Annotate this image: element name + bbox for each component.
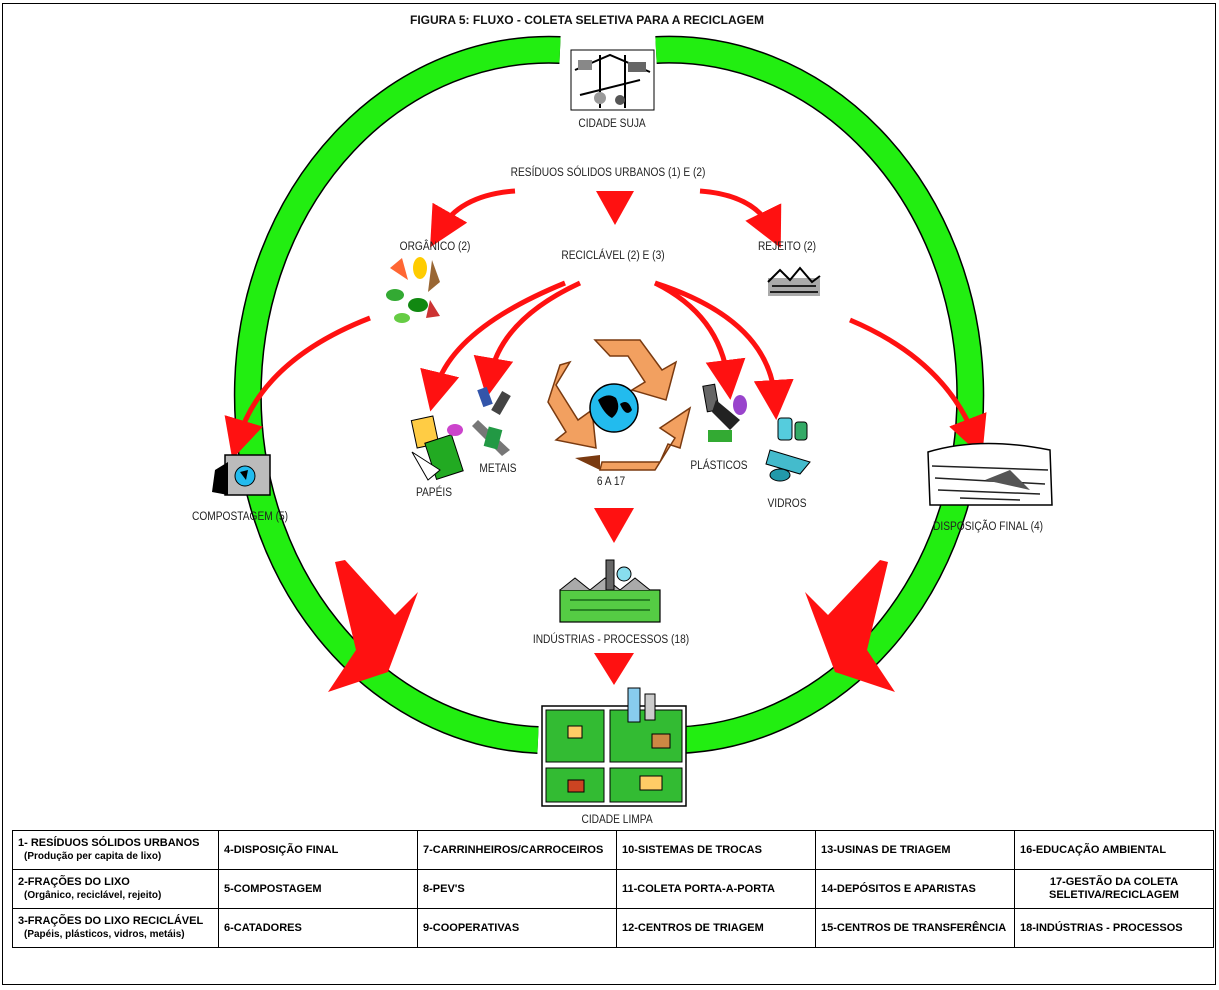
legend-row: 3-FRAÇÕES DO LIXO RECICLÁVEL (Papéis, pl… — [12, 908, 1214, 948]
legend-cell: 16-EDUCAÇÃO AMBIENTAL — [1014, 830, 1214, 870]
legend-cell: 11-COLETA PORTA-A-PORTA — [616, 869, 816, 909]
dirty-city-icon — [570, 49, 655, 111]
metal-icon — [472, 386, 511, 456]
ring-arrow-right — [805, 560, 895, 692]
label-cidade-limpa: CIDADE LIMPA — [581, 813, 653, 826]
legend-cell-title: 3-FRAÇÕES DO LIXO RECICLÁVEL — [18, 915, 204, 927]
compost-icon — [212, 454, 271, 496]
figure-frame — [2, 3, 1216, 985]
factory-icon — [559, 559, 661, 623]
landfill-icon — [927, 442, 1053, 506]
label-rsu: RESÍDUOS SÓLIDOS URBANOS (1) E (2) — [511, 165, 706, 179]
glass-icon — [765, 417, 811, 482]
legend-cell: 15-CENTROS DE TRANSFERÊNCIA — [815, 908, 1015, 948]
legend-cell: 4-DISPOSIÇÃO FINAL — [218, 830, 418, 870]
legend-cell: 7-CARRINHEIROS/CARROCEIROS — [417, 830, 617, 870]
legend-table: 1- RESÍDUOS SÓLIDOS URBANOS (Produção pe… — [12, 830, 1214, 948]
legend-cell: 14-DEPÓSITOS E APARISTAS — [815, 869, 1015, 909]
flow-arrows — [224, 188, 987, 460]
legend-cell: 6-CATADORES — [218, 908, 418, 948]
legend-row: 2-FRAÇÕES DO LIXO (Orgânico, reciclável,… — [12, 869, 1214, 909]
label-reciclavel: RECICLÁVEL (2) E (3) — [561, 248, 665, 262]
plastic-icon — [702, 383, 747, 442]
legend-cell: 3-FRAÇÕES DO LIXO RECICLÁVEL (Papéis, pl… — [12, 908, 219, 948]
label-plasticos: PLÁSTICOS — [690, 458, 747, 472]
label-compostagem: COMPOSTAGEM (5) — [192, 510, 288, 523]
legend-cell: 17-GESTÃO DA COLETA SELETIVA/RECICLAGEM — [1014, 869, 1214, 909]
legend-cell: 10-SISTEMAS DE TROCAS — [616, 830, 816, 870]
label-rejeito: REJEITO (2) — [758, 240, 816, 253]
label-vidros: VIDROS — [767, 497, 806, 510]
legend-cell: 5-COMPOSTAGEM — [218, 869, 418, 909]
legend-cell-title: 1- RESÍDUOS SÓLIDOS URBANOS — [18, 837, 200, 849]
legend-cell-subtitle: (Orgânico, reciclável, rejeito) — [24, 890, 162, 901]
legend-cell: 8-PEV'S — [417, 869, 617, 909]
collection-cycle-ring — [233, 35, 985, 754]
label-metais: METAIS — [479, 462, 516, 475]
figure-title: FIGURA 5: FLUXO - COLETA SELETIVA PARA A… — [410, 13, 764, 27]
label-cidade-suja: CIDADE SUJA — [578, 117, 646, 130]
legend-cell: 1- RESÍDUOS SÓLIDOS URBANOS (Produção pe… — [12, 830, 219, 870]
label-ciclo: 6 A 17 — [597, 475, 625, 488]
legend-cell-title: 2-FRAÇÕES DO LIXO — [18, 876, 130, 888]
legend-cell: 9-COOPERATIVAS — [417, 908, 617, 948]
legend-row: 1- RESÍDUOS SÓLIDOS URBANOS (Produção pe… — [12, 830, 1214, 870]
legend-cell: 18-INDÚSTRIAS - PROCESSOS — [1014, 908, 1214, 948]
label-disposicao: DISPOSIÇÃO FINAL (4) — [933, 519, 1043, 533]
legend-cell-subtitle: (Produção per capita de lixo) — [24, 851, 162, 862]
organic-waste-icon — [386, 257, 440, 323]
flow-diagram: FIGURA 5: FLUXO - COLETA SELETIVA PARA A… — [192, 13, 1053, 826]
legend-cell: 13-USINAS DE TRIAGEM — [815, 830, 1015, 870]
rubbish-icon — [767, 266, 821, 296]
clean-city-icon — [541, 687, 687, 807]
down-arrow-2 — [594, 508, 634, 543]
legend-cell-subtitle: (Papéis, plásticos, vidros, metáis) — [24, 929, 185, 940]
down-arrow-3 — [594, 653, 634, 685]
recycle-symbol-icon — [547, 339, 692, 471]
label-industrias: INDÚSTRIAS - PROCESSOS (18) — [533, 632, 690, 646]
paper-icon — [410, 415, 464, 481]
down-arrow-1 — [596, 191, 634, 225]
legend-cell: 2-FRAÇÕES DO LIXO (Orgânico, reciclável,… — [12, 869, 219, 909]
ring-arrow-left — [328, 560, 418, 692]
label-organico: ORGÂNICO (2) — [400, 239, 471, 253]
label-papeis: PAPÉIS — [416, 485, 452, 499]
legend-cell: 12-CENTROS DE TRIAGEM — [616, 908, 816, 948]
